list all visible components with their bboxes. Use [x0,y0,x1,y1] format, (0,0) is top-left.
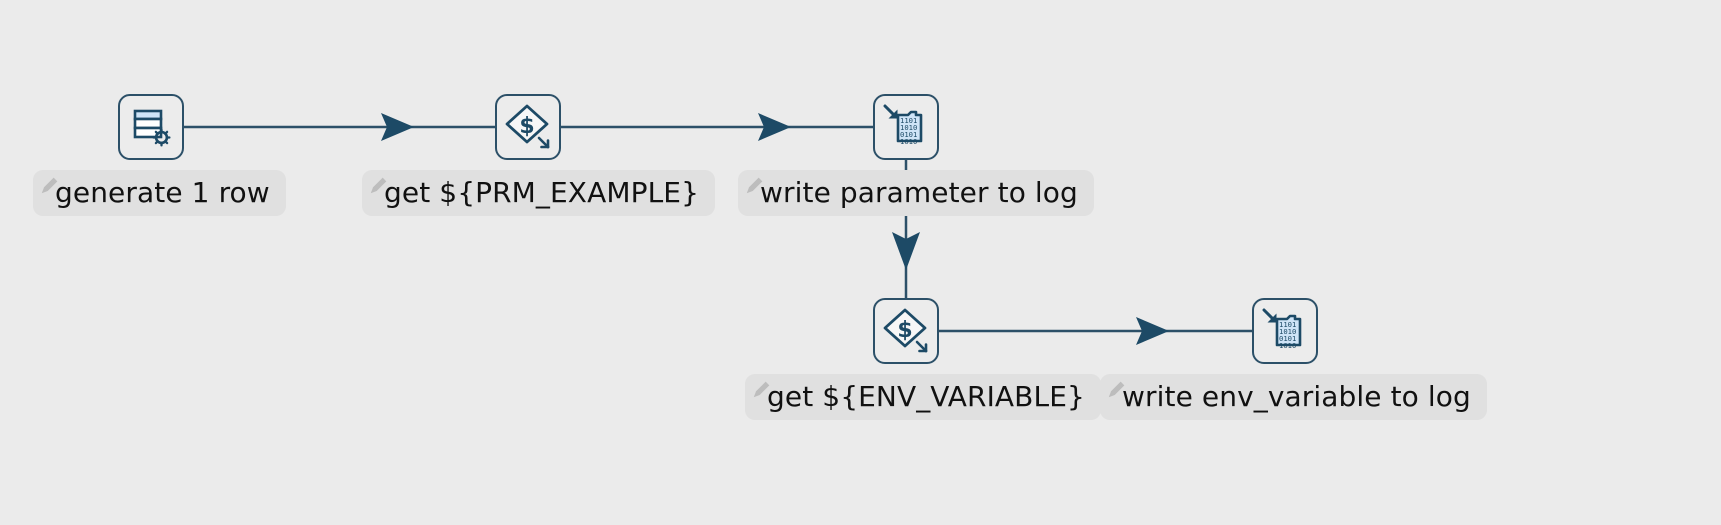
svg-text:1101: 1101 [900,116,917,125]
label-chip-generate-row[interactable]: generate 1 row [33,170,286,216]
edge-generate-row-to-get-prm-example [184,113,495,141]
edit-pencil-icon[interactable] [751,378,773,400]
node-label: write env_variable to log [1122,380,1471,413]
write-to-log-icon: 1101 1010 0101 1010 [882,103,930,151]
label-chip-write-parameter-to-log[interactable]: write parameter to log [738,170,1094,216]
dollar-diamond-icon: $ [881,306,931,356]
dollar-diamond-icon: $ [503,102,553,152]
edit-pencil-icon[interactable] [744,174,766,196]
svg-text:1010: 1010 [900,123,917,132]
node-label: write parameter to log [760,176,1078,209]
edit-pencil-icon[interactable] [39,174,61,196]
svg-text:1101: 1101 [1279,320,1296,329]
node-get-prm-example[interactable]: $ [495,94,561,160]
svg-text:$: $ [519,114,534,139]
node-get-env-variable[interactable]: $ [873,298,939,364]
label-chip-get-env-variable[interactable]: get ${ENV_VARIABLE} [745,374,1101,420]
edit-pencil-icon[interactable] [1106,378,1128,400]
svg-text:1010: 1010 [900,137,917,146]
node-generate-row[interactable] [118,94,184,160]
svg-text:0101: 0101 [900,130,917,139]
node-write-env-variable-to-log[interactable]: 1101 1010 0101 1010 [1252,298,1318,364]
node-label: generate 1 row [55,176,270,209]
svg-text:1010: 1010 [1279,341,1296,350]
edge-get-env-variable-to-write-env-variable [939,317,1252,345]
svg-text:0101: 0101 [1279,334,1296,343]
svg-text:$: $ [897,318,912,343]
label-chip-write-env-variable-to-log[interactable]: write env_variable to log [1100,374,1487,420]
edge-get-prm-example-to-write-parameter [561,113,873,141]
label-chip-get-prm-example[interactable]: get ${PRM_EXAMPLE} [362,170,715,216]
edit-pencil-icon[interactable] [368,174,390,196]
node-label: get ${PRM_EXAMPLE} [384,176,699,209]
write-to-log-icon: 1101 1010 0101 1010 [1261,307,1309,355]
node-label: get ${ENV_VARIABLE} [767,380,1085,413]
node-write-parameter-to-log[interactable]: 1101 1010 0101 1010 [873,94,939,160]
svg-text:1010: 1010 [1279,327,1296,336]
table-rows-gear-icon [128,104,174,150]
